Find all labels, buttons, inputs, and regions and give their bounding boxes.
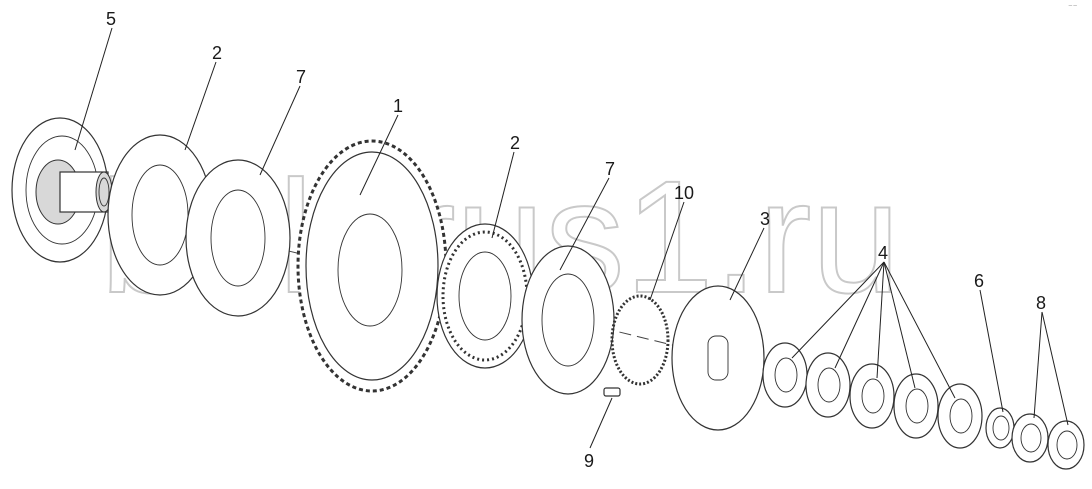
part-2-friction-disc-right (436, 223, 534, 369)
part-3-pressure-plate (671, 285, 765, 431)
leader-4-e (883, 261, 956, 399)
callout-7-right: 7 (605, 159, 615, 179)
part-4-washers (762, 342, 983, 449)
callout-9: 9 (584, 451, 594, 471)
callout-5: 5 (106, 9, 116, 29)
leader-4-a (791, 261, 885, 359)
leader-1 (359, 114, 399, 196)
callout-10: 10 (674, 183, 694, 203)
leader-6 (979, 289, 1004, 413)
leader-4-d (883, 261, 916, 389)
callout-2-left: 2 (212, 43, 222, 63)
part-7-plate-right (521, 245, 615, 395)
part-10-spring-ring (610, 294, 670, 386)
leader-3 (729, 227, 765, 301)
part-1-sprocket (296, 139, 448, 393)
leader-8-a (1033, 311, 1043, 419)
part-8-nuts (1011, 413, 1085, 470)
callout-3: 3 (760, 209, 770, 229)
part-6-ring (985, 407, 1015, 449)
leader-7a (259, 85, 301, 176)
callout-4: 4 (878, 243, 888, 263)
part-5-hub (11, 117, 113, 263)
leader-2a (184, 61, 217, 151)
leader-8-b (1041, 311, 1069, 426)
callout-7-left: 7 (296, 67, 306, 87)
part-9-pin (603, 387, 621, 397)
leader-4-b (834, 261, 885, 369)
leader-9 (589, 397, 613, 449)
leader-10 (649, 201, 685, 301)
part-2-friction-disc-left (107, 134, 213, 296)
callout-6: 6 (974, 271, 984, 291)
leader-7b (559, 177, 610, 271)
leader-2b (491, 151, 515, 239)
callout-8: 8 (1036, 293, 1046, 313)
callout-2-right: 2 (510, 133, 520, 153)
part-7-plate-left (185, 159, 291, 317)
leader-5 (74, 27, 113, 151)
callout-1: 1 (393, 96, 403, 116)
leader-4-c (876, 261, 885, 379)
corner-mark: ⁻⁻ (1068, 2, 1078, 12)
